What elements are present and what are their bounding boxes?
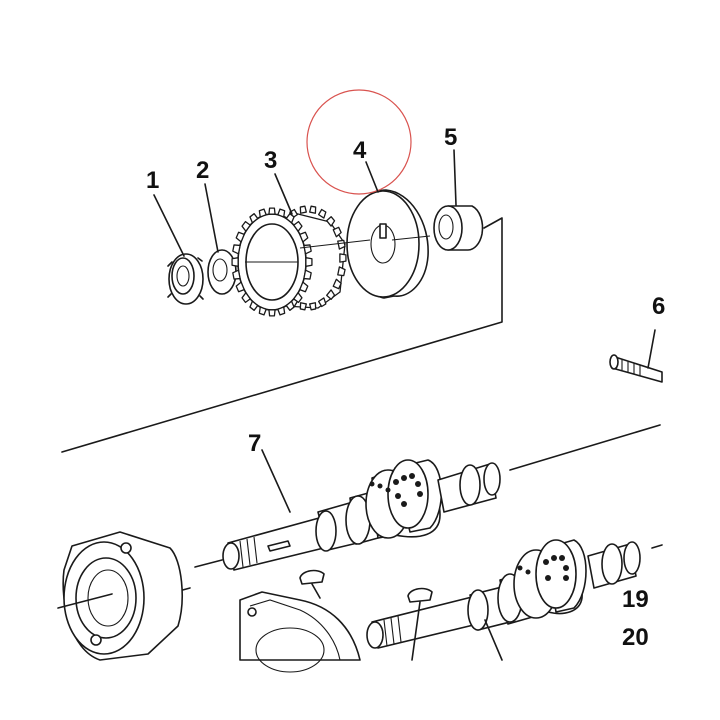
woodruff-keys bbox=[299, 569, 433, 661]
part-6-stud bbox=[609, 329, 663, 383]
gear-tooth bbox=[235, 231, 245, 243]
part-label-1: 1 bbox=[146, 167, 159, 194]
gear-tooth bbox=[231, 257, 239, 267]
gear-tooth bbox=[277, 208, 286, 218]
gear-tooth bbox=[303, 269, 312, 280]
gear-tooth bbox=[232, 244, 241, 255]
gear-tooth bbox=[317, 208, 327, 219]
part-label-19: 19 bbox=[622, 586, 649, 613]
leader-lines bbox=[153, 149, 457, 257]
gear-tooth bbox=[309, 302, 317, 311]
gear-tooth bbox=[332, 278, 342, 290]
gear-tooth bbox=[249, 213, 259, 224]
part-label-4: 4 bbox=[353, 137, 367, 164]
gear-tooth bbox=[285, 213, 295, 224]
lower-camshaft bbox=[366, 539, 641, 661]
gear-tooth bbox=[299, 205, 307, 214]
part-label-2: 2 bbox=[196, 157, 209, 184]
gear-tooth bbox=[326, 216, 336, 227]
part-4-disc bbox=[299, 189, 431, 299]
gear-tooth bbox=[305, 257, 313, 267]
part-7-camshaft bbox=[222, 449, 501, 571]
gear-tooth bbox=[293, 220, 303, 232]
gear-tooth bbox=[299, 231, 309, 243]
part-label-6: 6 bbox=[652, 293, 665, 320]
gear-tooth bbox=[285, 300, 295, 311]
part-5-bush bbox=[433, 205, 484, 251]
gear-tooth bbox=[235, 281, 245, 293]
gear-tooth bbox=[249, 300, 259, 311]
gear-tooth bbox=[232, 269, 241, 280]
part-label-5: 5 bbox=[444, 124, 457, 151]
part-label-20: 20 bbox=[622, 624, 649, 651]
part-label-7: 7 bbox=[248, 430, 261, 457]
gear-tooth bbox=[309, 205, 317, 214]
part-2-washer bbox=[207, 249, 237, 295]
part-label-3: 3 bbox=[264, 147, 277, 174]
housing-block bbox=[239, 591, 361, 673]
gear-tooth bbox=[317, 297, 327, 308]
housing-cover bbox=[57, 531, 183, 661]
highlight-circle bbox=[306, 89, 412, 195]
gear-tooth bbox=[299, 302, 307, 311]
gear-tooth bbox=[337, 266, 346, 277]
group-bracket bbox=[61, 217, 503, 453]
part-1-nut bbox=[167, 253, 204, 305]
gear-tooth bbox=[332, 226, 342, 238]
gear-tooth bbox=[299, 281, 309, 293]
gear-tooth bbox=[258, 306, 267, 316]
gear-tooth bbox=[268, 309, 276, 317]
gear-tooth bbox=[293, 292, 303, 304]
gear-tooth bbox=[241, 292, 251, 304]
gear-tooth bbox=[241, 220, 251, 232]
gear-tooth bbox=[268, 207, 276, 215]
gear-tooth bbox=[277, 306, 286, 316]
part-3-gear bbox=[231, 205, 347, 317]
gear-tooth bbox=[258, 208, 267, 218]
gear-tooth bbox=[326, 289, 336, 300]
gear-tooth bbox=[339, 253, 347, 263]
